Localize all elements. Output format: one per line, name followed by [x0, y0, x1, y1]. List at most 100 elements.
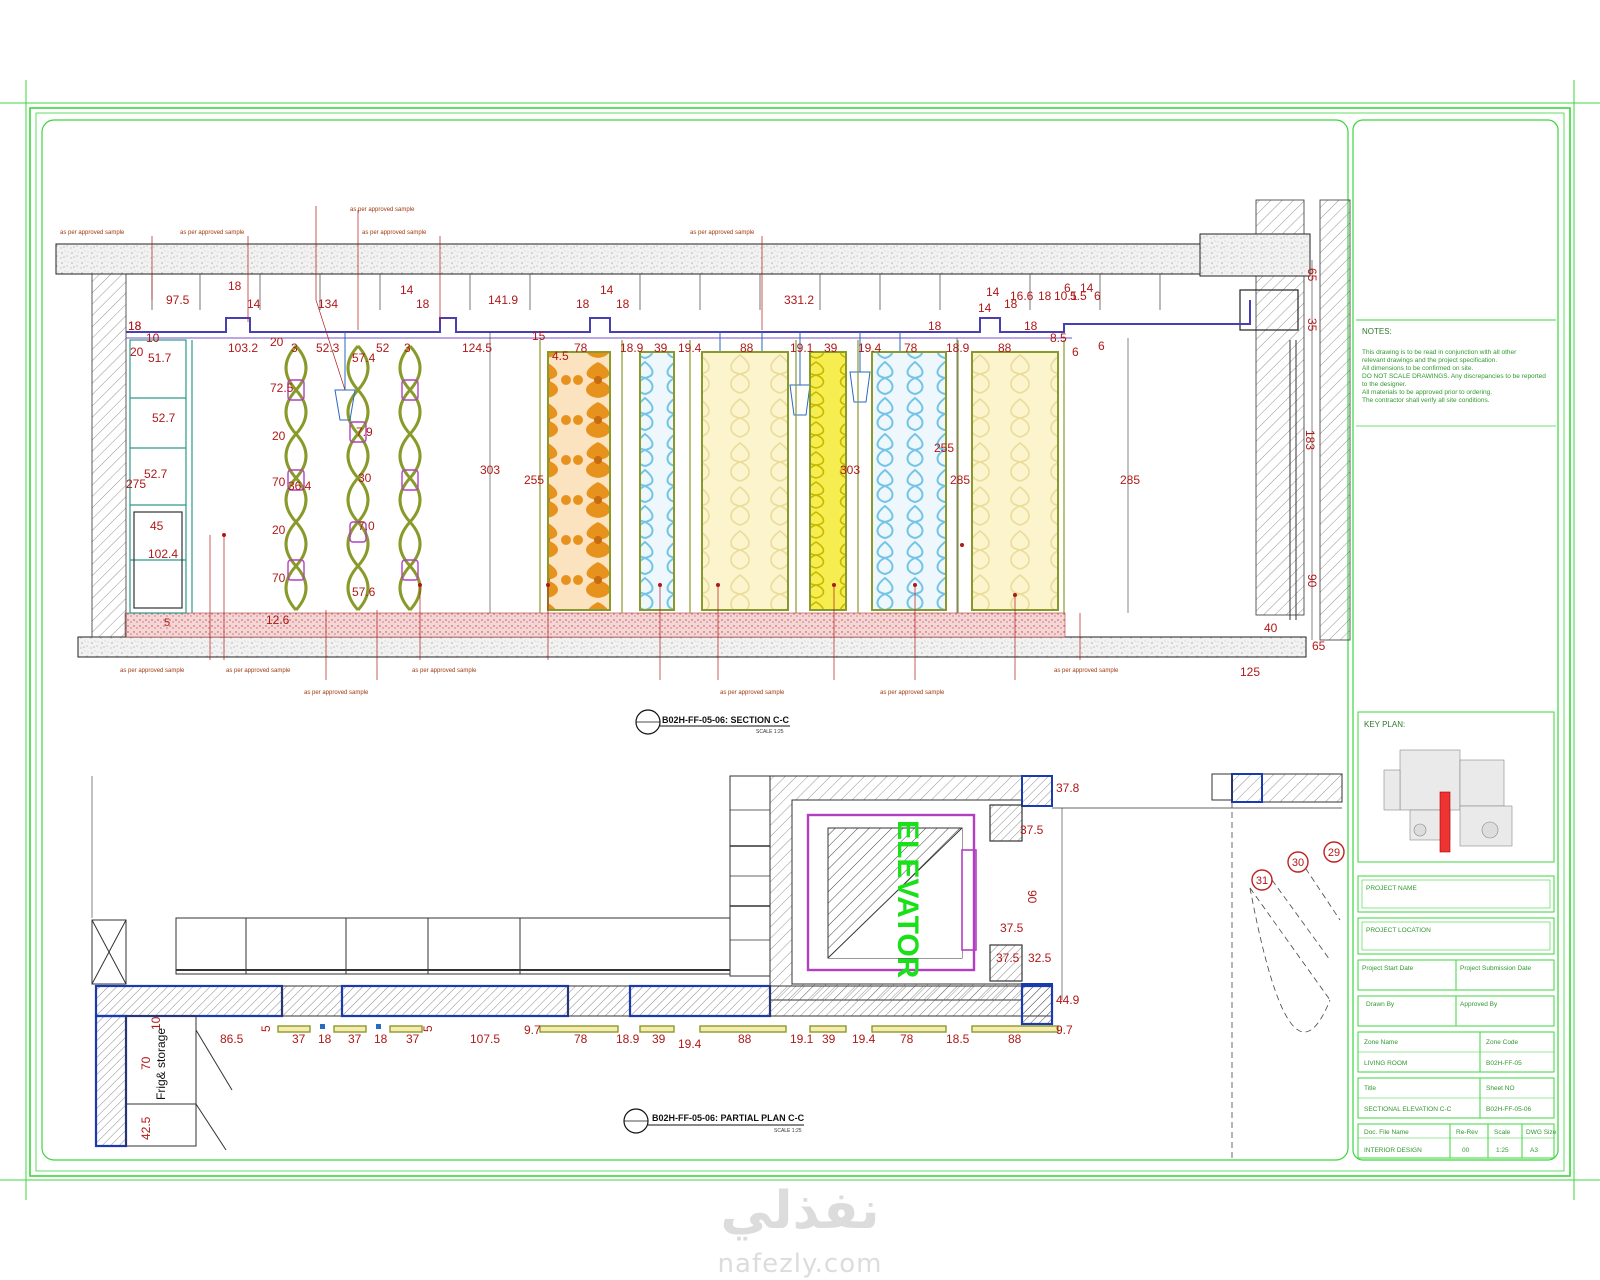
section-dim-vert-6: 20 [272, 429, 286, 443]
section-dim-vert-28: 125 [1240, 665, 1260, 679]
section-dim-top-10: 18 [616, 297, 630, 311]
project-name-label: PROJECT NAME [1366, 885, 1417, 892]
plan-dim-22: 90 [1025, 890, 1039, 904]
shelving-unit [129, 339, 193, 614]
plan-panel-strips [277, 1025, 1059, 1033]
section-dim-mid-23: 18.9 [946, 341, 970, 355]
panel-frames [539, 340, 1065, 613]
callout-note-9: as per approved sample [412, 668, 477, 674]
section-dim-mid-5: 20 [270, 335, 284, 349]
section-dim-mid-19: 19.1 [790, 341, 814, 355]
section-scale: SCALE 1:25 [756, 729, 784, 735]
section-dim-mid-4: 103.2 [228, 341, 258, 355]
section-dim-top-26: 6 [1098, 339, 1105, 353]
section-dim-vert-20: 285 [950, 473, 970, 487]
section-dim-vert-12: 30 [358, 471, 372, 485]
section-dim-top-19: 5.5 [1070, 289, 1087, 303]
section-dim-mid-6: 3 [291, 341, 298, 355]
plan-dim-25: 32.5 [1028, 951, 1052, 965]
door-number-31: 31 [1256, 875, 1268, 887]
plan-dim-4: 18 [374, 1032, 388, 1046]
section-dim-vert-19: 255 [934, 441, 954, 455]
section-title: B02H-FF-05-06: SECTION C-C [662, 715, 790, 725]
section-dim-vert-15: 57.6 [352, 585, 376, 599]
project-location-label: PROJECT LOCATION [1366, 927, 1431, 934]
section-dim-vert-23: 35 [1305, 318, 1319, 332]
panel-blue-damask-2 [871, 351, 947, 611]
plan-dim-9: 18.9 [616, 1032, 640, 1046]
section-dim-top-13: 14 [986, 285, 1000, 299]
start-date-label: Project Start Date [1362, 965, 1414, 972]
section-dim-top-15: 18 [1004, 297, 1018, 311]
section-dim-mid-10: 3 [404, 341, 411, 355]
key-plan-thumbnail [1383, 749, 1513, 853]
door-number-tags: 31 30 29 [1251, 841, 1345, 891]
right-beam [1199, 233, 1311, 277]
door-number-29: 29 [1328, 847, 1340, 859]
plan-dim-17: 18.5 [946, 1032, 970, 1046]
section-dim-mid-16: 39 [654, 341, 668, 355]
section-dim-vert-13: 7.0 [358, 519, 375, 533]
section-dim-vert-25: 90 [1305, 574, 1319, 588]
section-dim-mid-11: 124.5 [462, 341, 492, 355]
callout-note-8: as per approved sample [304, 690, 369, 696]
lattice-screen [284, 344, 422, 612]
title-value: SECTIONAL ELEVATION C-C [1364, 1106, 1452, 1113]
section-dim-vert-27: 40 [1264, 621, 1278, 635]
section-dim-left-0: 5 [164, 617, 170, 629]
section-dim-vert-24: 183 [1303, 430, 1317, 450]
plan-dim-18: 88 [1008, 1032, 1022, 1046]
plan-dim-5: 37 [406, 1032, 420, 1046]
revision-value: 00 [1462, 1147, 1470, 1154]
panel-cream-damask-1 [701, 351, 789, 611]
watermark-arabic: نفذلي [720, 1181, 879, 1241]
section-dim-vert-21: 285 [1120, 473, 1140, 487]
frig-storage-unit [125, 1015, 233, 1151]
section-dim-mid-21: 19.4 [858, 341, 882, 355]
section-dim-top-18: 10.1 [1054, 289, 1078, 303]
section-dim-vert-26: 65 [1312, 639, 1326, 653]
right-wall [1319, 199, 1351, 641]
lattice-inserts [287, 379, 419, 581]
section-dim-top-9: 14 [600, 283, 614, 297]
callout-note-7: as per approved sample [226, 668, 291, 674]
plan-dim-16: 78 [900, 1032, 914, 1046]
sheet-no-value: B02H-FF-05-06 [1486, 1106, 1532, 1113]
panel-cream-damask-2 [971, 351, 1059, 611]
dwg-size-value: A3 [1530, 1147, 1538, 1154]
section-dim-vert-14: 12.6 [266, 613, 290, 627]
plan-dim-21: 37.5 [1020, 823, 1044, 837]
plan-dim-29: 10 [149, 1016, 163, 1030]
section-dim-vert-3: 45 [150, 519, 164, 533]
notes-line-1: relevant drawings and the project specif… [1362, 357, 1497, 364]
plan-dim-8: 78 [574, 1032, 588, 1046]
doc-file-value: INTERIOR DESIGN [1364, 1147, 1422, 1154]
plan-dim-27: 70 [139, 1056, 153, 1070]
ceiling-slab [55, 243, 1203, 275]
section-dim-vert-16: 303 [480, 463, 500, 477]
section-dim-mid-14: 78 [574, 341, 588, 355]
section-dim-mid-8: 57.4 [352, 351, 376, 365]
section-dim-top-6: 18 [416, 297, 430, 311]
callout-note-12: as per approved sample [1054, 668, 1119, 674]
elevator-column-low [989, 944, 1023, 982]
scale-label: Scale [1494, 1129, 1511, 1136]
notes-line-3: DO NOT SCALE DRAWINGS. Any discrepancies… [1362, 373, 1546, 380]
panel-yellow-damask [809, 351, 847, 611]
elevator-column-top [1021, 775, 1053, 807]
plan-dim-1: 37 [292, 1032, 306, 1046]
plan-dim-7: 9.7 [524, 1023, 541, 1037]
plan-main-wall [94, 984, 1054, 1148]
sheet-frame [0, 80, 1600, 1200]
door-swings [1231, 802, 1341, 1160]
plan-dim-15: 19.4 [852, 1032, 876, 1046]
section-dim-top-11: 331.2 [784, 293, 814, 307]
notes-lines: This drawing is to be read in conjunctio… [1362, 349, 1546, 404]
sheet-no-label: Sheet NO [1486, 1085, 1515, 1092]
section-dim-mid-3: 51.7 [148, 351, 172, 365]
notes-line-5: All materials to be approved prior to or… [1362, 389, 1492, 396]
plan-scale: SCALE 1:25 [774, 1128, 802, 1134]
plan-dim-6: 107.5 [470, 1032, 500, 1046]
section-dim-top-21: 6 [1064, 281, 1071, 295]
